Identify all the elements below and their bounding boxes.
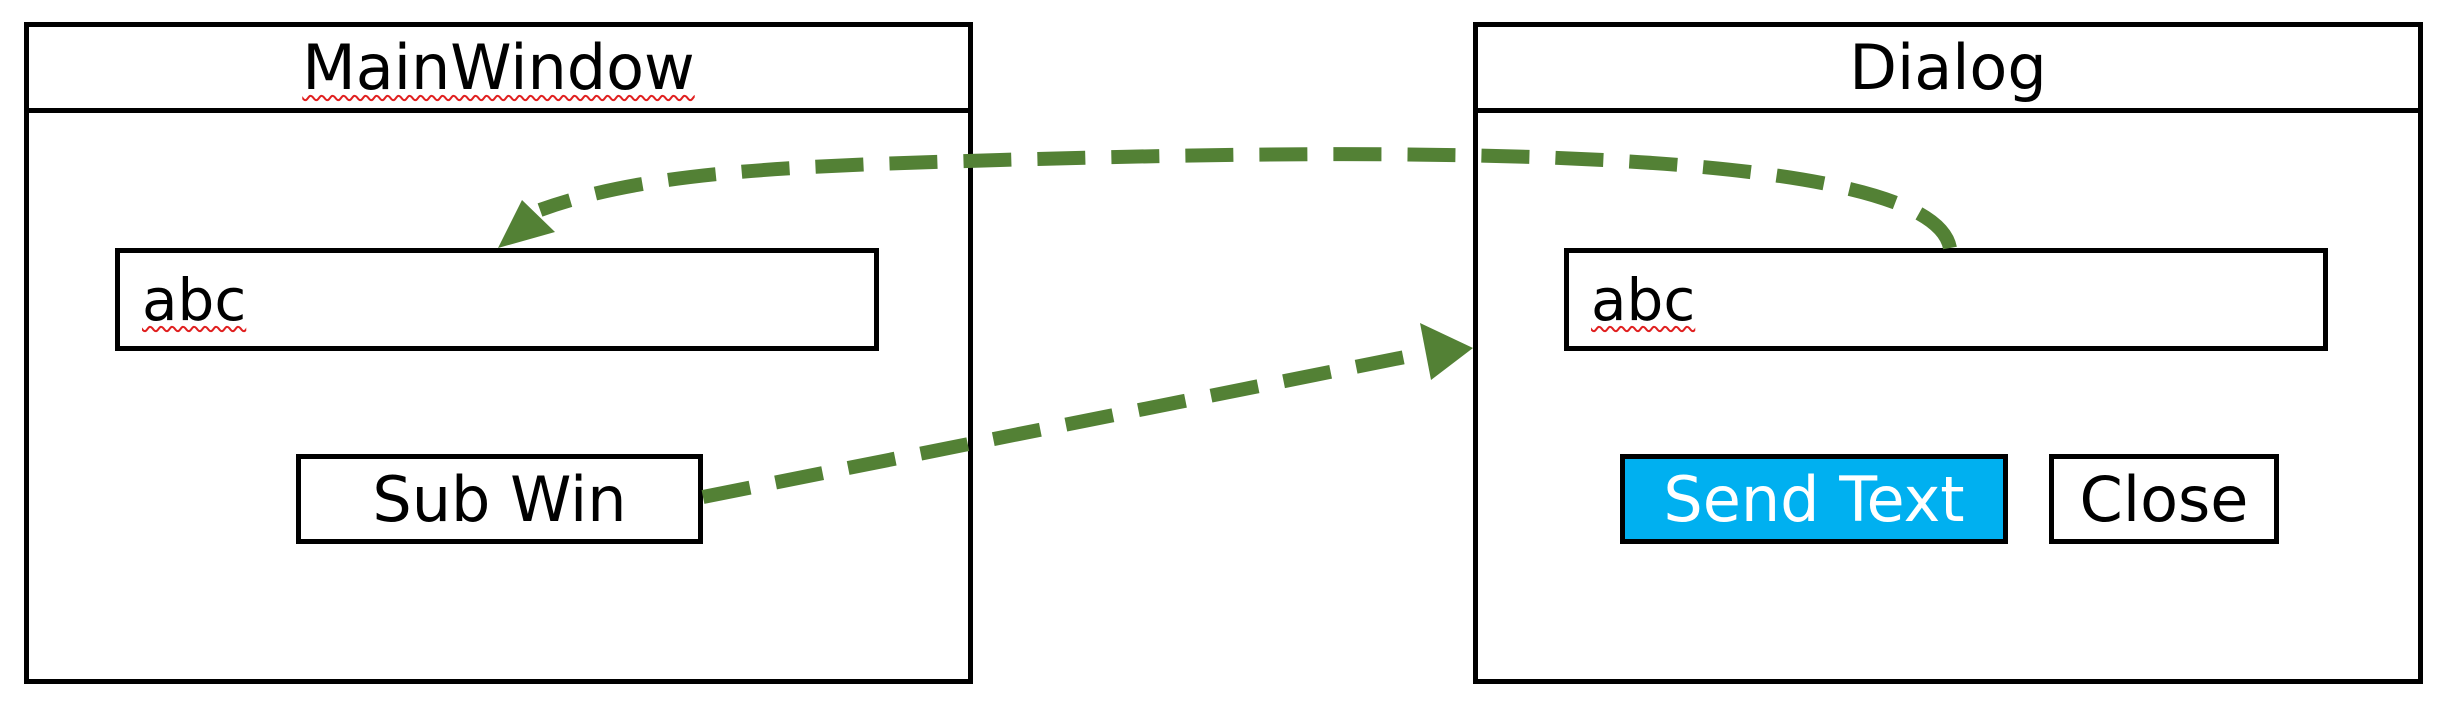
sub-win-button[interactable]: Sub Win	[296, 454, 703, 544]
send-text-button-label: Send Text	[1663, 462, 1965, 536]
dialog-text-value: abc	[1591, 265, 1696, 334]
dialog-titlebar: Dialog	[1478, 27, 2418, 113]
sub-win-button-label: Sub Win	[372, 462, 627, 536]
close-button[interactable]: Close	[2049, 454, 2279, 544]
main-window-titlebar: MainWindow	[29, 27, 968, 113]
return-text-arrow	[537, 147, 1957, 251]
main-window-text-value: abc	[142, 265, 247, 334]
open-dialog-arrow	[701, 345, 1432, 504]
main-window: MainWindow	[24, 22, 973, 684]
open-dialog-arrowhead	[1420, 323, 1473, 380]
main-window-text-field[interactable]: abc	[115, 248, 879, 351]
main-window-title: MainWindow	[302, 30, 695, 104]
dialog-text-field[interactable]: abc	[1564, 248, 2328, 351]
dialog-window: Dialog	[1473, 22, 2423, 684]
return-text-arrowhead	[498, 200, 555, 248]
close-button-label: Close	[2079, 462, 2249, 536]
send-text-button[interactable]: Send Text	[1620, 454, 2008, 544]
dialog-title: Dialog	[1849, 30, 2047, 104]
